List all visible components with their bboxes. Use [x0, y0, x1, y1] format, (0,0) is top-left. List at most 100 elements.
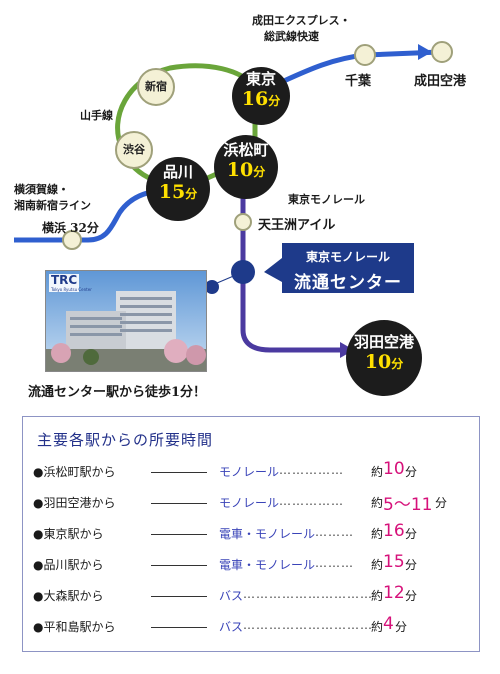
station-tokyo-minutes: 16	[241, 88, 269, 110]
narita-line-label: 成田エクスプレス・ 総武線快速	[252, 12, 351, 44]
station-shinagawa-minutes: 15	[158, 181, 186, 203]
row-transport-mode: 電車・モノレール	[219, 558, 316, 572]
row-approx-prefix: 約	[371, 558, 384, 572]
row-origin: ●東京駅から	[33, 527, 104, 541]
row-transport-mode: モノレール	[219, 465, 280, 479]
row-minutes: 16	[383, 521, 405, 541]
yamanote-label: 山手線	[80, 109, 113, 122]
row-transport-mode: モノレール	[219, 496, 280, 510]
station-hamamatsucho-unit: 分	[253, 165, 266, 179]
row-leader-dots: …………………………	[243, 587, 371, 601]
walk-caption: 流通センター駅から徒歩1分！	[28, 385, 207, 400]
row-origin: ●品川駅から	[33, 558, 104, 572]
row-leader-dots: ………	[315, 556, 354, 570]
station-tokyo-unit: 分	[268, 94, 281, 108]
station-haneda-name: 羽田空港	[353, 333, 414, 351]
row-minutes-unit: 分	[405, 527, 418, 541]
row-divider-line	[151, 534, 207, 535]
row-approx-prefix: 約	[371, 527, 384, 541]
chiba-node	[354, 44, 376, 66]
row-leader-dots: ………	[315, 525, 354, 539]
station-yokohama-label: 横浜 32分	[42, 221, 99, 235]
narita-node	[431, 41, 453, 63]
row-minutes: 10	[383, 459, 405, 479]
station-hamamatsucho-name: 浜松町	[223, 141, 269, 159]
row-minutes-unit: 分	[405, 589, 418, 603]
narita-line-label-2: 総武線快速	[264, 30, 319, 43]
row-origin: ●羽田空港から	[33, 496, 116, 510]
callout-pointer	[264, 258, 282, 282]
station-haneda-unit: 分	[391, 357, 404, 371]
station-shibuya: 渋谷	[115, 131, 153, 169]
row-minutes: 12	[383, 583, 405, 603]
station-haneda-time: 10分	[346, 351, 422, 375]
ryutsu-center-callout: 東京モノレール 流通センター	[282, 243, 414, 293]
row-minutes: 5～11	[383, 495, 433, 515]
station-tennozu-label: 天王洲アイル	[258, 218, 336, 233]
panel-title: 主要各駅からの所要時間	[37, 431, 214, 449]
yokosuka-label: 横須賀線・ 湘南新宿ライン	[14, 181, 91, 213]
yamanote-line	[115, 63, 261, 188]
yokosuka-label-1: 横須賀線・	[14, 183, 69, 196]
row-divider-line	[151, 503, 207, 504]
station-narita-label: 成田空港	[414, 74, 467, 89]
row-divider-line	[151, 472, 207, 473]
station-shinagawa-time: 15分	[146, 181, 210, 205]
station-tokyo-name: 東京	[245, 70, 276, 88]
station-hamamatsucho-minutes: 10	[226, 159, 254, 181]
row-minutes: 4	[383, 614, 394, 634]
narita-line-label-1: 成田エクスプレス・	[252, 14, 351, 27]
trc-logo-sub: Tokyo Ryutsu Center	[51, 287, 92, 292]
narita-arrow	[418, 44, 432, 60]
station-shinjuku: 新宿	[137, 68, 175, 106]
row-divider-line	[151, 627, 207, 628]
row-minutes: 15	[383, 552, 405, 572]
row-minutes-unit: 分	[405, 558, 418, 572]
row-transport-mode: バス	[219, 620, 244, 634]
station-shinagawa-unit: 分	[185, 187, 198, 201]
tennozu-node	[234, 213, 252, 231]
row-divider-line	[151, 565, 207, 566]
row-minutes-unit: 分	[395, 620, 408, 634]
yokosuka-label-2: 湘南新宿ライン	[14, 199, 91, 212]
row-transport-mode: バス	[219, 589, 244, 603]
station-hamamatsucho-time: 10分	[214, 159, 278, 183]
callout-station-name: 流通センター	[294, 273, 402, 293]
station-tokyo: 東京 16分	[232, 67, 290, 125]
row-origin: ●大森駅から	[33, 589, 104, 603]
monorail-line	[240, 188, 340, 353]
row-approx-prefix: 約	[371, 496, 384, 510]
row-divider-line	[151, 596, 207, 597]
row-minutes-unit: 分	[435, 496, 448, 510]
station-shinagawa: 品川 15分	[146, 157, 210, 221]
row-approx-prefix: 約	[371, 465, 384, 479]
station-chiba-label: 千葉	[345, 74, 372, 89]
station-haneda-minutes: 10	[364, 351, 392, 373]
row-leader-dots: ……………	[279, 463, 344, 477]
building-illustration	[46, 271, 206, 371]
row-origin: ●平和島駅から	[33, 620, 116, 634]
row-minutes-unit: 分	[405, 465, 418, 479]
station-tokyo-time: 16分	[232, 88, 290, 112]
station-haneda: 羽田空港 10分	[346, 320, 422, 396]
route-map: 成田エクスプレス・ 総武線快速 山手線 横須賀線・ 湘南新宿ライン 東京モノレー…	[14, 12, 467, 400]
row-origin: ●浜松町駅から	[33, 465, 116, 479]
row-approx-prefix: 約	[371, 589, 384, 603]
callout-line-name: 東京モノレール	[305, 250, 390, 264]
row-leader-dots: ……………	[279, 494, 344, 508]
yokohama-node	[62, 230, 82, 250]
trc-building-photo: TRC Tokyo Ryutsu Center	[45, 270, 207, 372]
station-shinagawa-name: 品川	[162, 163, 193, 181]
photo-connector-dot	[205, 280, 219, 294]
station-hamamatsucho: 浜松町 10分	[214, 135, 278, 199]
monorail-label: 東京モノレール	[288, 193, 365, 206]
row-transport-mode: 電車・モノレール	[219, 527, 316, 541]
row-approx-prefix: 約	[371, 620, 384, 634]
row-leader-dots: …………………………	[243, 618, 371, 632]
